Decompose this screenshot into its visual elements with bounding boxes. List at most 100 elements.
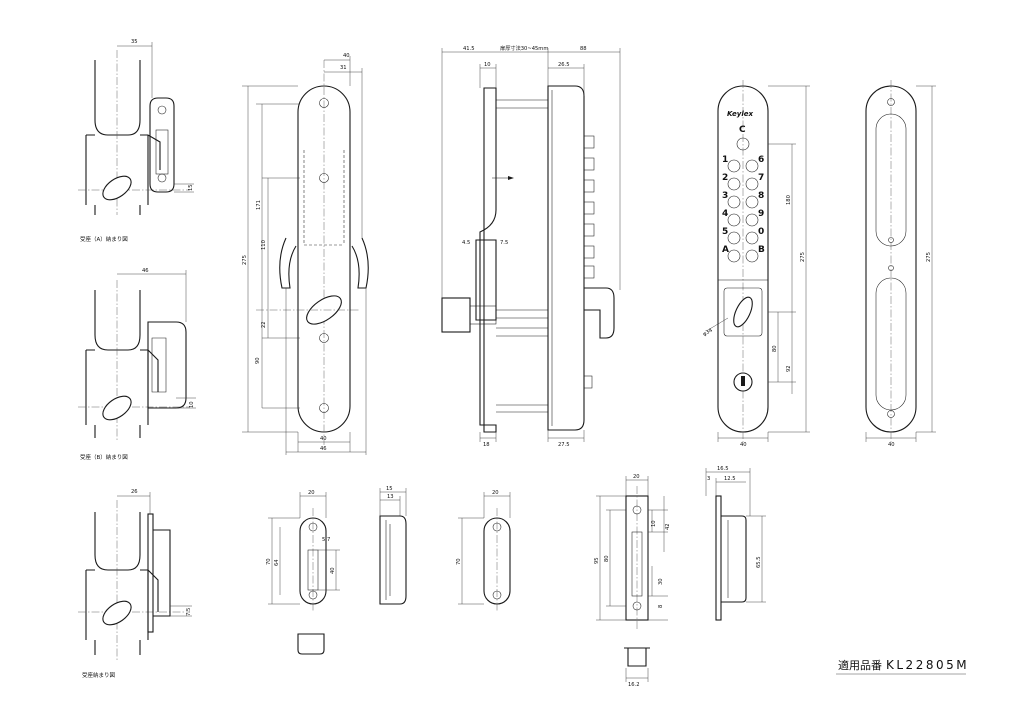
dim-sa-20: 20 xyxy=(308,490,315,496)
dim-sd-80: 80 xyxy=(604,555,610,562)
dim-outer-80: 80 xyxy=(772,345,778,352)
dim-sa-5-7: 5.7 xyxy=(322,537,330,543)
key-label-left-1: 2 xyxy=(722,173,728,183)
dim-b-gap: 10 xyxy=(189,401,195,408)
keypad-grid: 1 2 3 4 5A 6 7 8 9 0B xyxy=(722,155,765,263)
thumbturn-b xyxy=(102,395,132,421)
inner-plate-front-view: 275 171 110 22 90 40 31 40 46 xyxy=(242,53,369,455)
key-button-right-2 xyxy=(745,195,759,209)
dim-back-275: 275 xyxy=(926,252,932,262)
receiver-view-a: 35 15 受座（A）納まり図 xyxy=(78,39,194,243)
caption-view-c: 受座納まり図 xyxy=(82,671,116,679)
receiver-view-b: 46 10 受座（B）納まり図 xyxy=(78,268,196,461)
dim-a-width: 35 xyxy=(131,39,138,45)
dim-back-40: 40 xyxy=(888,442,895,448)
key-label-right-5: B xyxy=(758,245,765,255)
dim-outer-40: 40 xyxy=(740,442,747,448)
dim-side-4-5: 4.5 xyxy=(462,240,470,246)
key-button-left-1 xyxy=(727,177,741,191)
dim-side-88: 88 xyxy=(580,46,587,52)
caption-view-a: 受座（A）納まり図 xyxy=(80,235,128,243)
dim-sb-15: 15 xyxy=(386,486,393,492)
key-label-right-2: 8 xyxy=(758,191,764,201)
dim-front-bottom-40: 40 xyxy=(320,436,327,442)
dim-front-171: 171 xyxy=(256,200,262,210)
key-label-left-2: 3 xyxy=(722,191,728,201)
key-button-right-4 xyxy=(745,231,759,245)
title-block: 適用品番 KL22805M xyxy=(836,658,969,675)
dim-front-top-40: 40 xyxy=(343,53,350,59)
dim-side-door-thickness: 扉厚寸法30~45mm xyxy=(500,44,548,52)
dim-c-width: 26 xyxy=(131,489,138,495)
dim-sd-95: 95 xyxy=(594,557,600,564)
dim-front-top-31: 31 xyxy=(340,65,347,71)
dim-se-12-5: 12.5 xyxy=(724,476,736,482)
key-label-left-3: 4 xyxy=(722,209,728,219)
strike-part-d: 20 95 80 10 42 30 8 16.2 xyxy=(594,474,671,688)
dim-sa-70: 70 xyxy=(266,558,272,565)
receiver-view-c: 26 7.5 受座納まり図 xyxy=(78,489,192,679)
dim-sd-42: 42 xyxy=(665,523,671,530)
key-button-right-1 xyxy=(745,177,759,191)
dim-side-41-5: 41.5 xyxy=(463,46,475,52)
key-button-right-5 xyxy=(745,249,759,263)
key-label-c: C xyxy=(739,125,746,135)
dim-front-110: 110 xyxy=(261,240,267,250)
strike-part-b: 15 13 xyxy=(379,486,407,605)
dim-side-bottom-18: 18 xyxy=(483,442,490,448)
key-label-right-3: 9 xyxy=(758,209,764,219)
key-button-left-3 xyxy=(727,213,741,227)
dim-side-10: 10 xyxy=(484,62,491,68)
strike-part-c: 20 70 xyxy=(456,490,511,612)
dim-se-65-5: 65.5 xyxy=(756,556,762,568)
thumbturn-outer xyxy=(733,296,753,328)
dim-outer-phi34: φ34 xyxy=(702,327,714,338)
dim-a-gap: 15 xyxy=(188,184,194,191)
dim-side-bottom-27-5: 27.5 xyxy=(558,442,570,448)
dim-front-bottom-46: 46 xyxy=(320,446,327,452)
key-button-left-0 xyxy=(727,159,741,173)
key-button-left-4 xyxy=(727,231,741,245)
dim-se-3: 3 xyxy=(707,476,710,482)
dim-sa-64: 64 xyxy=(274,559,280,566)
key-label-right-0: 6 xyxy=(758,155,764,165)
title-label: 適用品番 xyxy=(838,658,882,672)
thumbturn-c xyxy=(102,600,132,626)
dim-sb-13: 13 xyxy=(387,494,394,500)
dim-outer-275: 275 xyxy=(800,252,806,262)
dim-sd-20: 20 xyxy=(633,474,640,480)
dim-sd-30: 30 xyxy=(658,578,664,585)
dim-outer-180: 180 xyxy=(786,195,792,205)
lock-side-section-view: 41.5 扉厚寸法30~45mm 88 10 26.5 4.5 7.5 18 2… xyxy=(441,44,621,448)
key-button-left-5 xyxy=(727,249,741,263)
key-buttons-side xyxy=(583,135,595,279)
dim-sa-40: 40 xyxy=(330,567,336,574)
strike-part-e: 16.5 3 12.5 65.5 xyxy=(705,466,766,621)
key-button-right-3 xyxy=(745,213,759,227)
key-label-right-1: 7 xyxy=(758,173,764,183)
dim-front-275: 275 xyxy=(242,255,248,265)
key-label-right-4: 0 xyxy=(758,227,764,237)
dim-se-16-5: 16.5 xyxy=(717,466,729,472)
dim-side-7-5: 7.5 xyxy=(500,240,508,246)
title-product-code: KL22805M xyxy=(886,658,969,672)
strike-cap-d xyxy=(624,647,650,667)
dim-side-26-5: 26.5 xyxy=(558,62,570,68)
dim-outer-92: 92 xyxy=(786,365,792,372)
strike-part-a: 20 70 64 5.7 40 xyxy=(266,490,340,655)
dim-front-22: 22 xyxy=(261,321,267,328)
strike-cap-a xyxy=(297,633,325,655)
thumbturn-a xyxy=(102,175,132,201)
dim-sc-20: 20 xyxy=(492,490,499,496)
dim-b-width: 46 xyxy=(142,268,149,274)
key-button-right-0 xyxy=(745,159,759,173)
dim-sc-70: 70 xyxy=(456,558,462,565)
brand-logo: Keylex xyxy=(727,110,753,118)
key-label-left-4: 5 xyxy=(722,227,728,237)
dim-sd-8: 8 xyxy=(658,605,664,608)
key-label-left-0: 1 xyxy=(722,155,728,165)
dim-sd-10: 10 xyxy=(651,520,657,527)
key-label-left-5: A xyxy=(722,245,729,255)
dim-sd-16-2: 16.2 xyxy=(628,682,640,688)
